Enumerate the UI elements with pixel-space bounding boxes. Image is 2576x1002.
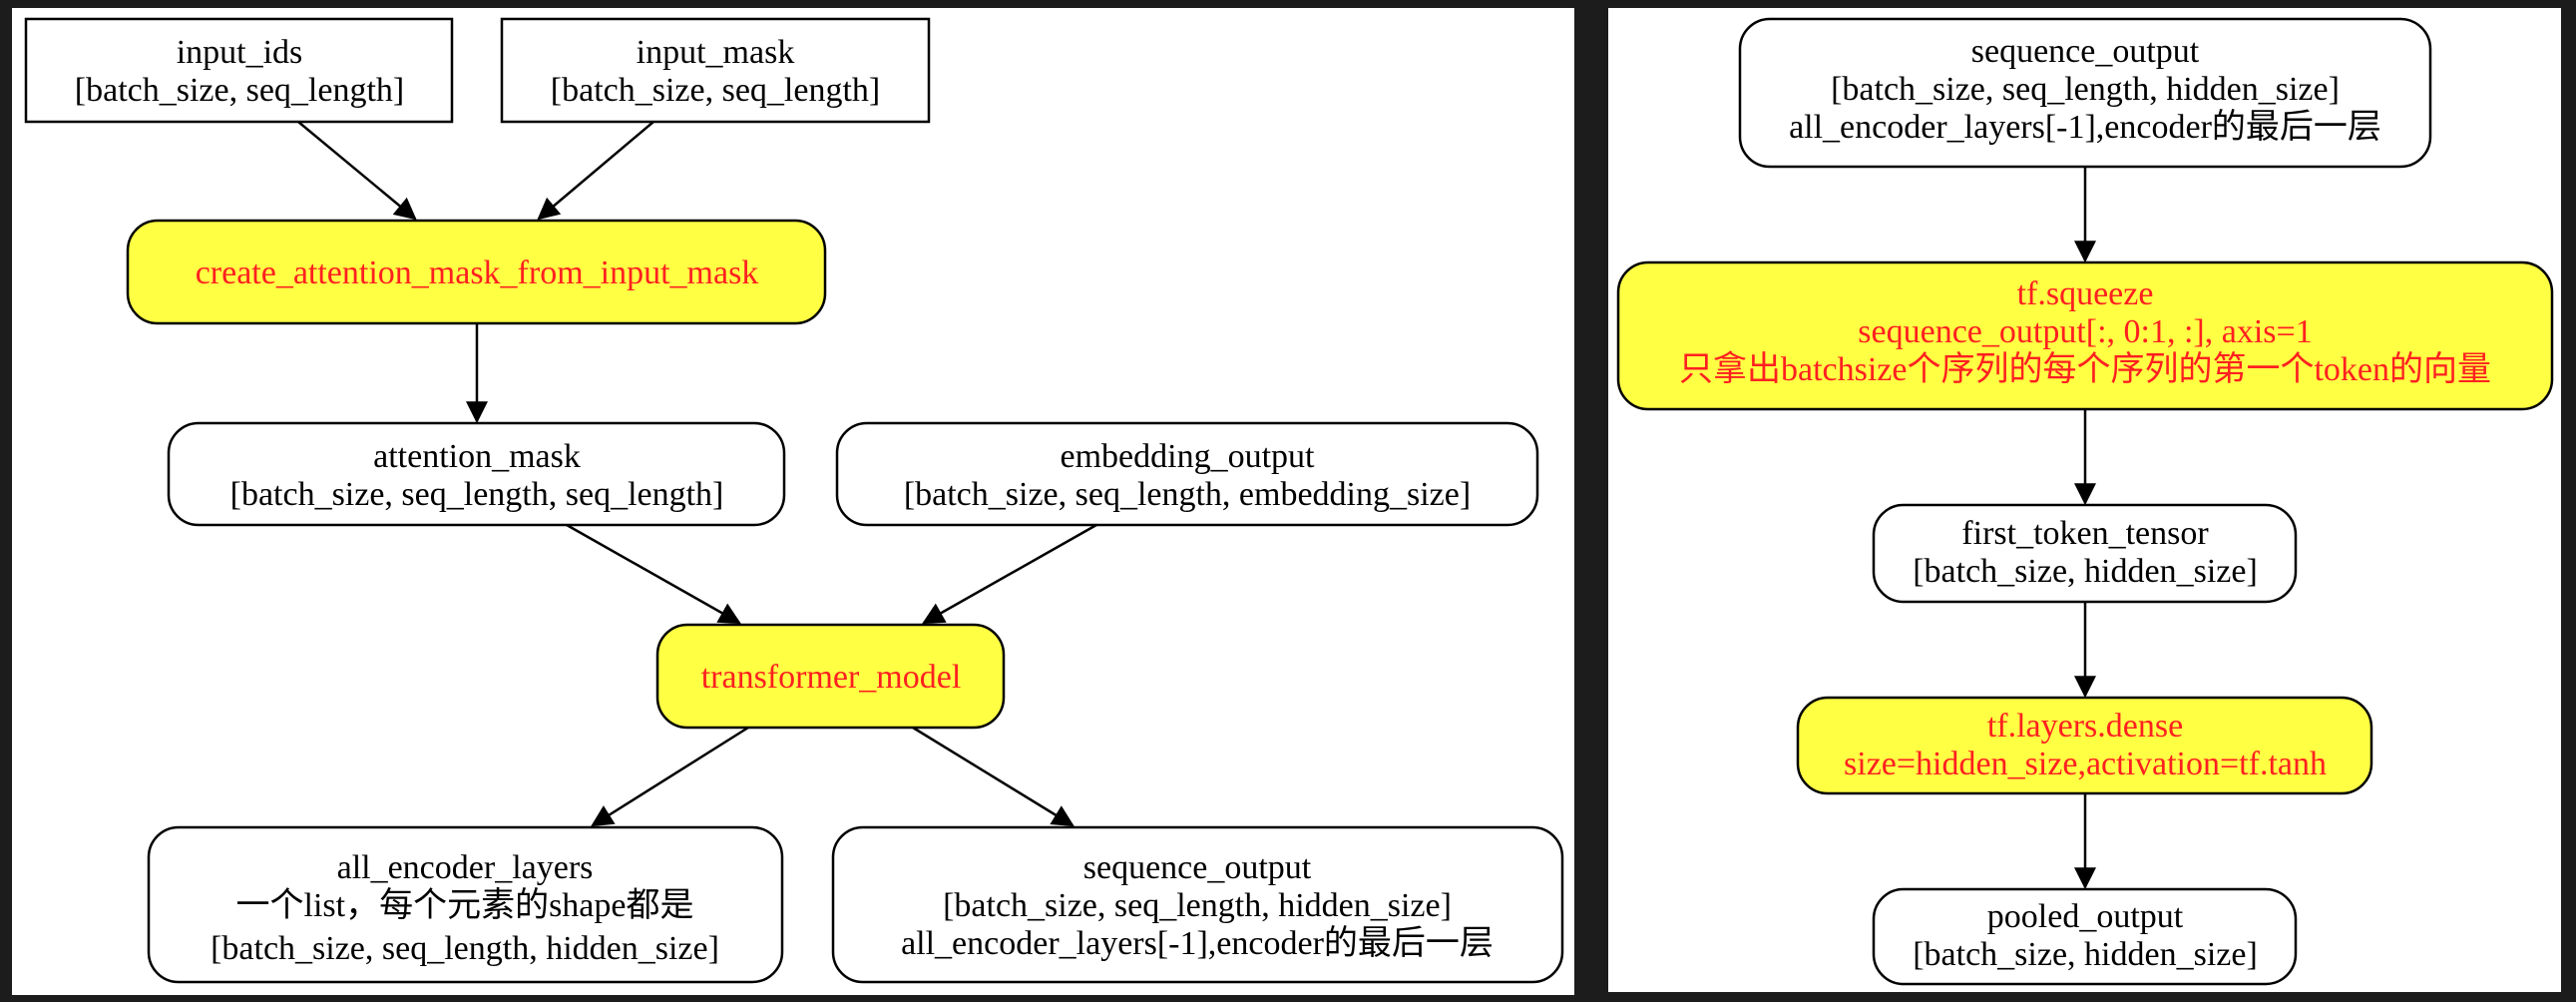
edge-transformer-to-sequence-output: [912, 726, 1074, 827]
node-shape: [batch_size, seq_length]: [75, 72, 404, 109]
edge-input-mask-to-create-mask: [537, 121, 654, 221]
node-label: input_mask: [637, 34, 795, 71]
node-input-mask: input_mask [batch_size, seq_length]: [500, 17, 931, 124]
node-note: 一个list，每个元素的shape都是: [236, 886, 694, 924]
node-attention-mask: attention_mask [batch_size, seq_length, …: [167, 421, 786, 527]
node-label: sequence_output: [1971, 33, 2200, 70]
node-label: all_encoder_layers: [337, 849, 594, 886]
right-panel: sequence_output [batch_size, seq_length,…: [1608, 8, 2561, 992]
node-shape: [batch_size, hidden_size]: [1913, 553, 2258, 590]
left-panel: input_ids [batch_size, seq_length] input…: [12, 8, 1574, 995]
node-note: all_encoder_layers[-1],encoder的最后一层: [1789, 108, 2381, 146]
node-shape: [batch_size, seq_length, embedding_size]: [904, 476, 1471, 513]
node-label: sequence_output: [1083, 849, 1312, 886]
node-tf-layers-dense-op: tf.layers.dense size=hidden_size,activat…: [1796, 696, 2373, 795]
node-all-encoder-layers: all_encoder_layers 一个list，每个元素的shape都是 […: [147, 825, 784, 984]
node-transformer-model-op: transformer_model: [655, 623, 1006, 730]
node-tf-squeeze-op: tf.squeeze sequence_output[:, 0:1, :], a…: [1616, 260, 2554, 411]
node-shape: [batch_size, seq_length, hidden_size]: [211, 930, 719, 967]
node-label: first_token_tensor: [1961, 515, 2209, 552]
node-shape: [batch_size, seq_length]: [551, 72, 880, 109]
edge-attention-mask-to-transformer: [566, 523, 741, 625]
node-label: embedding_output: [1061, 438, 1316, 475]
node-label: attention_mask: [373, 438, 581, 475]
node-create-attention-mask-op: create_attention_mask_from_input_mask: [126, 219, 827, 325]
node-label: transformer_model: [701, 659, 962, 696]
node-shape: [batch_size, seq_length, seq_length]: [230, 476, 724, 513]
node-sequence-output: sequence_output [batch_size, seq_length,…: [831, 825, 1564, 984]
node-label: pooled_output: [1987, 898, 2184, 935]
edge-transformer-to-all-encoder-layers: [591, 726, 749, 827]
node-note: 只拿出batchsize个序列的每个序列的第一个token的向量: [1679, 350, 2491, 388]
edge-input-ids-to-create-mask: [297, 121, 417, 221]
node-sequence-output: sequence_output [batch_size, seq_length,…: [1738, 17, 2432, 169]
node-shape: [batch_size, hidden_size]: [1913, 936, 2258, 973]
node-args: sequence_output[:, 0:1, :], axis=1: [1858, 313, 2312, 350]
edge-embedding-to-transformer: [922, 523, 1097, 625]
node-note: all_encoder_layers[-1],encoder的最后一层: [901, 924, 1494, 962]
node-args: size=hidden_size,activation=tf.tanh: [1844, 746, 2327, 782]
node-shape: [batch_size, seq_length, hidden_size]: [1831, 71, 2340, 108]
node-label: tf.layers.dense: [1987, 708, 2183, 745]
node-shape: [batch_size, seq_length, hidden_size]: [943, 887, 1452, 924]
node-pooled-output: pooled_output [batch_size, hidden_size]: [1872, 887, 2298, 986]
node-input-ids: input_ids [batch_size, seq_length]: [24, 17, 454, 124]
node-label: tf.squeeze: [2017, 275, 2154, 312]
node-label: create_attention_mask_from_input_mask: [196, 254, 759, 291]
node-label: input_ids: [177, 34, 303, 71]
node-first-token-tensor: first_token_tensor [batch_size, hidden_s…: [1872, 503, 2298, 604]
node-embedding-output: embedding_output [batch_size, seq_length…: [835, 421, 1539, 527]
